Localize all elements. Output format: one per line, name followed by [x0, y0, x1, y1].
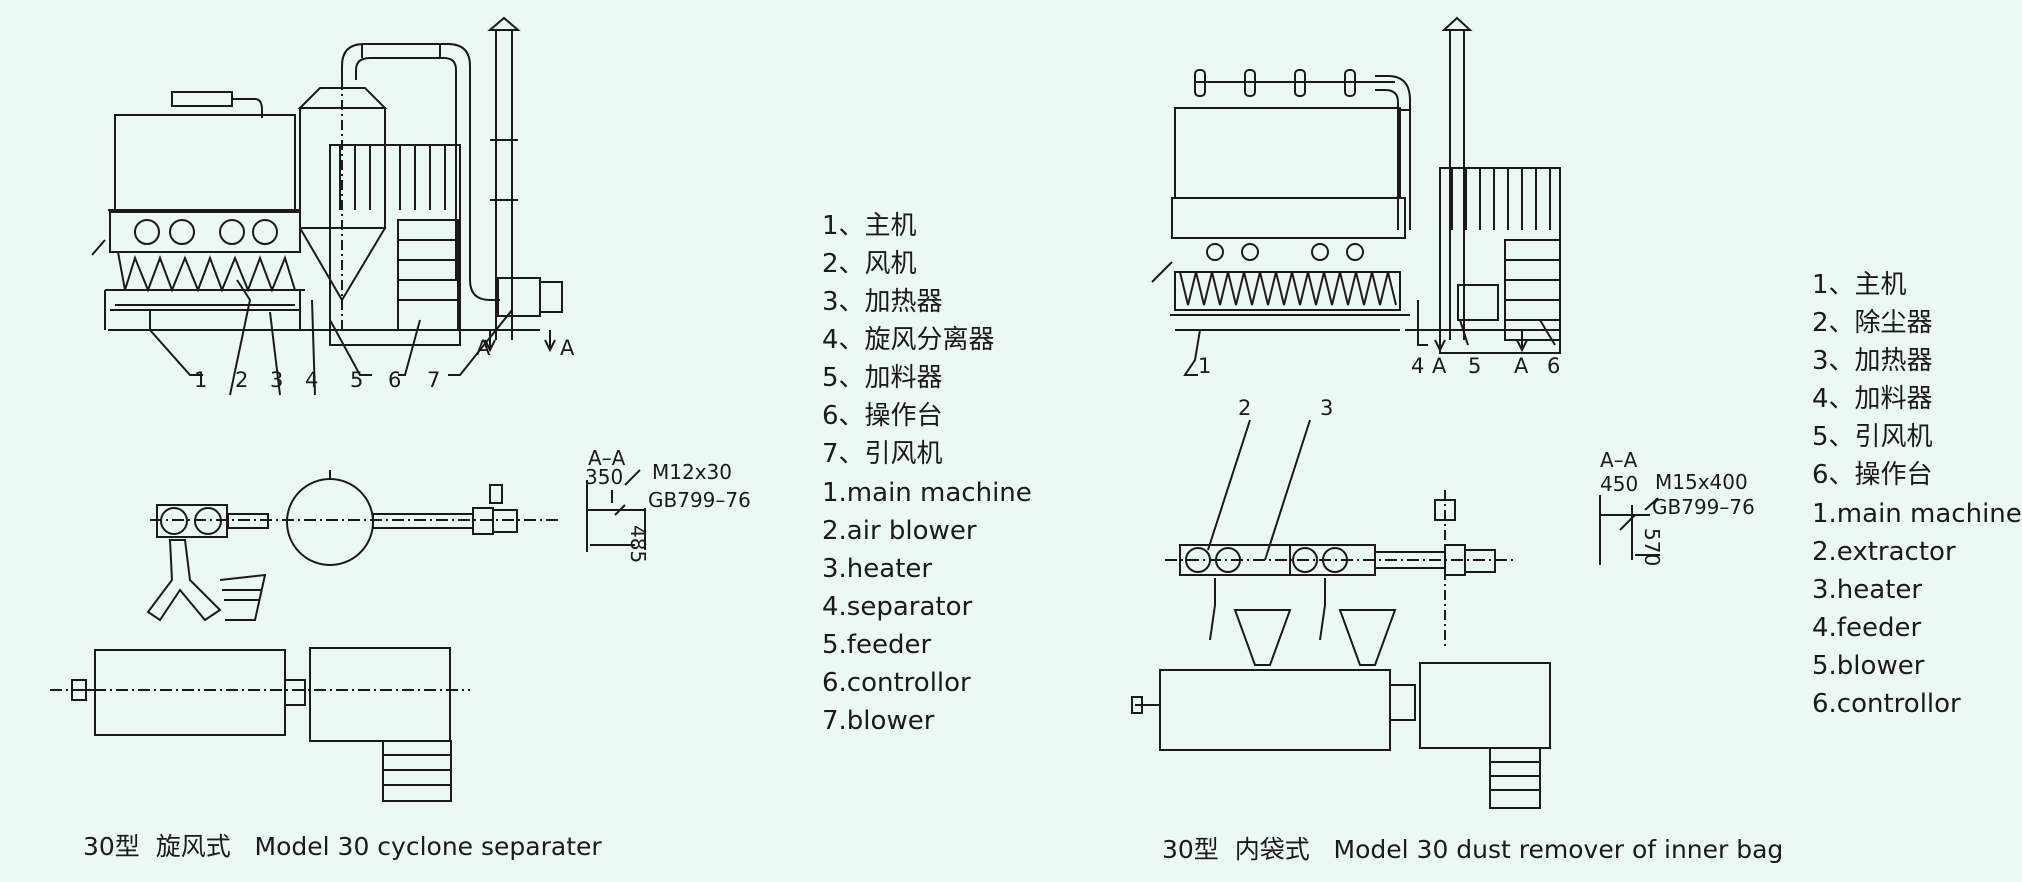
left-plan-view [50, 470, 560, 802]
left-callout-1: 1 [194, 368, 208, 392]
left-callout-4: 4 [305, 368, 319, 392]
right-legend-en-5: 5.blower [1812, 651, 1925, 681]
left-section-standard: GB799–76 [648, 488, 751, 512]
right-callout-3: 3 [1320, 396, 1334, 420]
left-callout-3: 3 [270, 368, 284, 392]
right-elevation-view [1151, 16, 1561, 561]
right-section-bolt: M15x400 [1655, 470, 1748, 494]
left-legend-en-3: 3.heater [822, 554, 933, 584]
left-section-detail [586, 469, 646, 552]
right-legend-cn-4: 4、加料器 [1812, 384, 1933, 414]
left-section-dim2: 485 [626, 525, 650, 564]
right-section-mark-a1: A [1432, 354, 1447, 378]
right-legend-cn-5: 5、引风机 [1812, 422, 1933, 452]
left-legend-en-2: 2.air blower [822, 516, 977, 546]
right-section-mark-a2: A [1514, 354, 1529, 378]
right-legend-cn-3: 3、加热器 [1812, 346, 1933, 376]
right-callout-4: 4 [1411, 354, 1425, 378]
left-section-label: A–A [588, 446, 626, 470]
right-section-dim1: 450 [1600, 472, 1639, 496]
left-legend-en-7: 7.blower [822, 706, 935, 736]
left-legend-en-1: 1.main machine [822, 478, 1032, 508]
right-legend-en-3: 3.heater [1812, 575, 1923, 605]
right-legend-cn-1: 1、主机 [1812, 270, 1907, 300]
right-legend-en-6: 6.controllor [1812, 689, 1961, 719]
left-section-mark-a2: A [560, 336, 575, 360]
right-plan-view [1131, 490, 1551, 809]
left-legend-en-5: 5.feeder [822, 630, 932, 660]
right-legend-cn-6: 6、操作台 [1812, 460, 1933, 490]
left-legend-cn-6: 6、操作台 [822, 401, 943, 431]
left-callout-6: 6 [388, 368, 402, 392]
right-callout-5: 5 [1468, 354, 1482, 378]
right-caption: 30型 内袋式 Model 30 dust remover of inner b… [1162, 835, 1784, 864]
right-legend-en-2: 2.extractor [1812, 537, 1956, 567]
right-callout-6: 6 [1547, 354, 1561, 378]
left-section-dim1: 350 [585, 465, 624, 489]
left-elevation-view [91, 16, 563, 396]
left-callout-2: 2 [235, 368, 249, 392]
right-callout-2: 2 [1238, 396, 1252, 420]
left-legend-en-6: 6.controllor [822, 668, 971, 698]
left-legend-cn-3: 3、加热器 [822, 287, 943, 317]
left-callout-5: 5 [350, 368, 364, 392]
right-legend-cn-2: 2、除尘器 [1812, 308, 1933, 338]
left-legend-en-4: 4.separator [822, 592, 973, 622]
left-legend-cn-1: 1、主机 [822, 211, 917, 241]
left-caption: 30型 旋风式 Model 30 cyclone separater [83, 832, 602, 861]
right-section-dim2: 570 [1640, 528, 1664, 567]
left-callout-7: 7 [427, 368, 441, 392]
left-section-bolt: M12x30 [652, 460, 732, 484]
left-legend-cn-2: 2、风机 [822, 249, 917, 279]
right-legend-en-4: 4.feeder [1812, 613, 1922, 643]
right-section-detail [1599, 495, 1660, 565]
left-legend-cn-5: 5、加料器 [822, 363, 943, 393]
left-section-mark-a1: A [476, 336, 491, 360]
right-legend-en-1: 1.main machine [1812, 499, 2022, 529]
left-legend-cn-4: 4、旋风分离器 [822, 325, 995, 355]
left-legend-cn-7: 7、引风机 [822, 439, 943, 469]
right-section-label: A–A [1600, 448, 1638, 472]
right-callout-1: 1 [1198, 354, 1212, 378]
right-section-standard: GB799–76 [1652, 495, 1755, 519]
